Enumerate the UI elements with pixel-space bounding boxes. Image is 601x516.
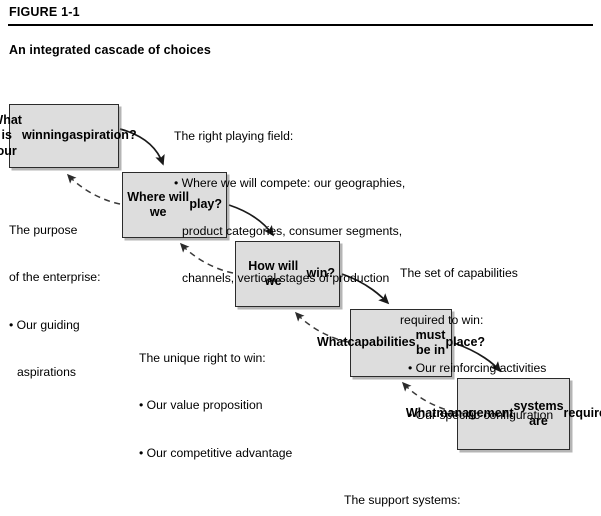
note-purpose-heading2: of the enterprise: [9,270,101,285]
note-purpose-bullet: • Our guiding [9,317,80,332]
note-playing-field-cont1: product categories, consumer segments, [182,223,403,238]
note-playing-field-bullet: • Where we will compete: our geographies… [174,176,406,191]
note-capabilities-heading1: The set of capabilities [400,265,518,280]
note-capabilities-bullet2: • Our specific configuration [408,408,554,423]
note-unique-bullet1: • Our value proposition [139,398,263,413]
note-playing-field-heading: The right playing field: [174,128,294,143]
note-unique-heading: The unique right to win: [139,350,266,365]
note-capabilities-bullet1: • Our reinforcing activities [408,360,547,375]
note-support-systems: The support systems: • Systems, structur… [344,461,543,516]
note-playing-field-cont2: channels, vertical stages of production [182,271,390,286]
note-set-of-capabilities: The set of capabilities required to win:… [400,234,553,456]
note-purpose-cont1: aspirations [17,365,76,380]
note-purpose-of-enterprise: The purpose of the enterprise: • Our gui… [9,191,100,413]
note-unique-right-to-win: The unique right to win: • Our value pro… [139,319,292,493]
figure-label: FIGURE 1-1 [9,5,80,19]
figure-title: An integrated cascade of choices [9,43,211,57]
note-support-heading: The support systems: [344,492,461,507]
note-capabilities-heading2: required to win: [400,313,484,328]
header-divider [8,24,593,26]
note-unique-bullet2: • Our competitive advantage [139,445,293,460]
note-right-playing-field: The right playing field: • Where we will… [174,97,405,319]
note-purpose-heading1: The purpose [9,222,78,237]
